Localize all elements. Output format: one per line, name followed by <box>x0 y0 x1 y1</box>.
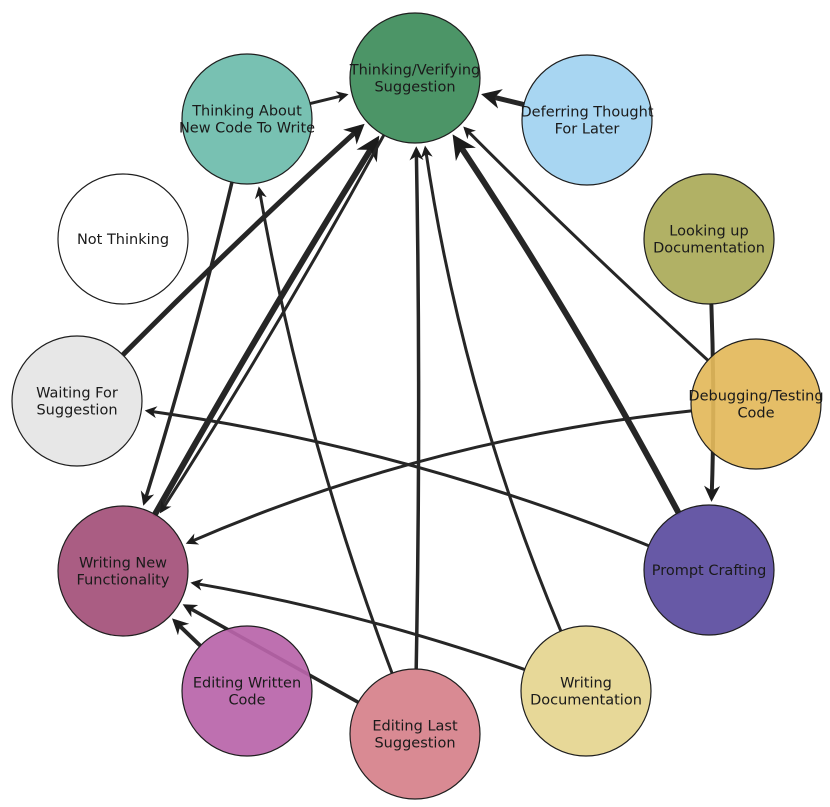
edge-debugging-to-writing-new <box>185 409 692 545</box>
node-circle <box>349 668 481 800</box>
edge-prompt-crafting-to-thinking-verifying <box>452 134 681 515</box>
edges-layer <box>121 89 721 704</box>
edge-thinking-new-code-to-thinking-verifying <box>309 91 349 105</box>
node-label: Prompt Crafting <box>652 563 767 579</box>
node-label: Code <box>228 693 265 709</box>
node-label: Debugging/Testing <box>688 389 823 405</box>
node-circle <box>181 53 313 185</box>
node-label: Suggestion <box>374 80 455 96</box>
node-label: For Later <box>555 122 620 138</box>
node-label: Writing <box>560 676 612 692</box>
node-label: Documentation <box>530 693 642 709</box>
edge-waiting-to-thinking-verifying <box>121 123 365 357</box>
node-circle <box>643 504 775 636</box>
node-circle <box>521 54 653 186</box>
node-label: Functionality <box>77 573 170 589</box>
node-label: Looking up <box>669 224 748 240</box>
node-label: Thinking About <box>191 104 302 120</box>
node-circle <box>349 12 481 144</box>
edge-debugging-to-thinking-verifying <box>463 126 709 362</box>
edge-thinking-new-code-to-writing-new <box>140 181 234 506</box>
node-circle <box>57 173 189 305</box>
edge-thinking-verifying-to-writing-new <box>159 134 385 514</box>
node-label: Documentation <box>653 241 765 257</box>
node-label: Code <box>737 406 774 422</box>
node-circle <box>11 335 143 467</box>
edge-prompt-crafting-to-waiting <box>144 406 650 547</box>
node-label: Waiting For <box>36 386 118 402</box>
node-label: Thinking/Verifying <box>349 63 481 79</box>
node-label: Editing Written <box>193 676 301 692</box>
edge-writing-new-to-thinking-verifying <box>152 135 380 517</box>
node-label: Writing New <box>79 556 167 572</box>
node-circle <box>690 338 822 470</box>
node-circle <box>520 625 652 757</box>
node-circle <box>57 505 189 637</box>
node-label: Not Thinking <box>77 232 169 248</box>
edge-editing-last-to-thinking-new-code <box>254 186 394 674</box>
node-label: Editing Last <box>372 719 458 735</box>
edge-editing-written-to-writing-new <box>172 618 202 648</box>
edge-writing-docs-to-thinking-verifying <box>420 145 562 632</box>
node-not-thinking: Not Thinking <box>57 173 189 305</box>
node-circle <box>643 173 775 305</box>
node-label: Suggestion <box>374 736 455 752</box>
edge-editing-last-to-thinking-verifying <box>409 146 424 670</box>
node-circle <box>181 625 313 757</box>
edge-writing-docs-to-writing-new <box>190 578 526 671</box>
edge-deferring-to-thinking-verifying <box>481 89 526 109</box>
node-label: Suggestion <box>36 403 117 419</box>
node-label: New Code To Write <box>179 121 315 137</box>
node-prompt-crafting: Prompt Crafting <box>643 504 775 636</box>
node-label: Deferring Thought <box>521 105 654 121</box>
